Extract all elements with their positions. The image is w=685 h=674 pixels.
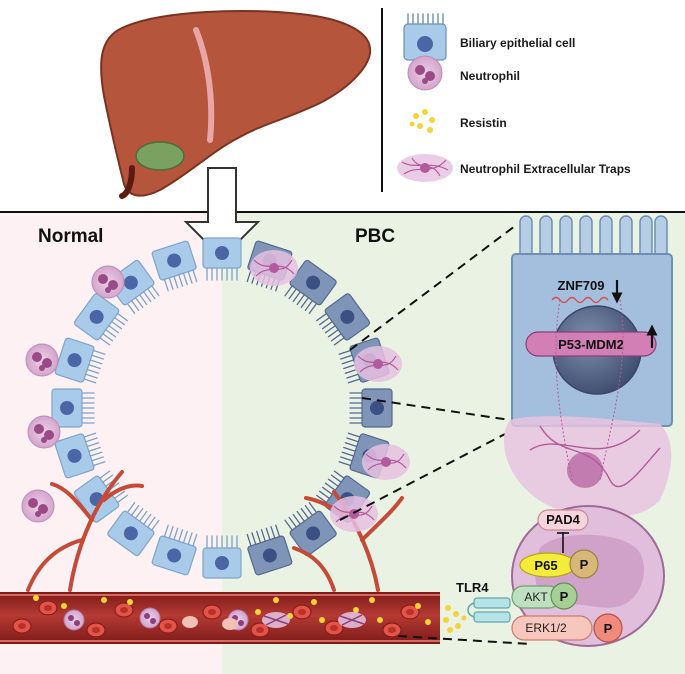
biliary-cell (284, 259, 337, 314)
vessel-contents (12, 595, 431, 638)
akt-label: AKT (524, 590, 548, 604)
erk-label: ERK1/2 (525, 621, 567, 635)
zoomed-net (503, 299, 672, 518)
net-cluster (330, 496, 378, 532)
pbc-title: PBC (355, 226, 395, 247)
resistin-dot (127, 599, 133, 605)
biliary-cell (151, 240, 198, 292)
biliary-cell (202, 237, 242, 281)
vessel-neutrophil (63, 609, 85, 631)
biliary-cell (73, 293, 128, 346)
erk-pill (511, 615, 593, 641)
pbc-nets (250, 250, 410, 532)
legend-label-nets: Neutrophil Extracellular Traps (460, 162, 631, 176)
resistin-dot (369, 597, 375, 603)
mrna-squiggle (551, 296, 609, 304)
pad4-pill (537, 509, 589, 531)
neutrophil (27, 415, 61, 449)
resistin-cluster (443, 605, 467, 633)
biliary-cell (246, 524, 293, 576)
biliary-cell (284, 502, 337, 557)
biliary-cell (51, 388, 95, 428)
zoom-lines (339, 225, 531, 645)
neutrophil (91, 265, 125, 299)
resistin-dot (311, 599, 317, 605)
tlr4-label: TLR4 (456, 580, 489, 595)
neutrophil (21, 489, 55, 523)
legend-nets-icon (397, 154, 453, 182)
p53-mdm2-pill (525, 331, 657, 357)
tlr4-receptor (467, 597, 511, 623)
legend-label-resistin: Resistin (460, 116, 507, 130)
net-cluster (354, 346, 402, 382)
resistin-dot (61, 603, 67, 609)
resistin-dot (425, 619, 431, 625)
legend-neutrophil-icon (407, 55, 443, 91)
resistin-dot (319, 617, 325, 623)
p65-phospho-label: P (580, 557, 589, 572)
p53-mdm2-label: P53-MDM2 (558, 337, 624, 352)
legend-label-neutrophil: Neutrophil (460, 69, 520, 83)
resistin-dot (353, 607, 359, 613)
biliary-cell (202, 535, 242, 579)
resistin-dot (255, 609, 261, 615)
akt-phospho (550, 582, 578, 610)
znf709-label: ZNF709 (558, 278, 605, 293)
biliary-cell (54, 432, 106, 479)
resistin-dot (273, 597, 279, 603)
erk-phospho-label: P (604, 621, 613, 636)
legend-biliary-icon (403, 13, 447, 61)
p65-label: P65 (534, 558, 557, 573)
net-cluster (250, 250, 298, 286)
akt-phospho-label: P (560, 589, 569, 604)
normal-title: Normal (38, 226, 103, 247)
erk-phospho (593, 613, 623, 643)
biliary-cell (151, 524, 198, 576)
vessel-neutrophil (139, 607, 161, 629)
neutrophil (25, 343, 59, 377)
biliary-cell (316, 293, 371, 346)
resistin-dot (377, 617, 383, 623)
normal-neutrophils (21, 265, 125, 523)
legend-label-biliary: Biliary epithelial cell (460, 36, 575, 50)
pad4-label: PAD4 (546, 512, 580, 527)
resistin-dot (33, 595, 39, 601)
legend-resistin-icon (409, 109, 435, 133)
biliary-cell (107, 502, 160, 557)
liver-illustration (100, 9, 372, 199)
gallbladder (135, 141, 185, 171)
net-cluster (362, 444, 410, 480)
resistin-dot (415, 603, 421, 609)
biliary-cell (54, 337, 106, 384)
p65-phospho (569, 549, 599, 579)
resistin-dot (101, 597, 107, 603)
